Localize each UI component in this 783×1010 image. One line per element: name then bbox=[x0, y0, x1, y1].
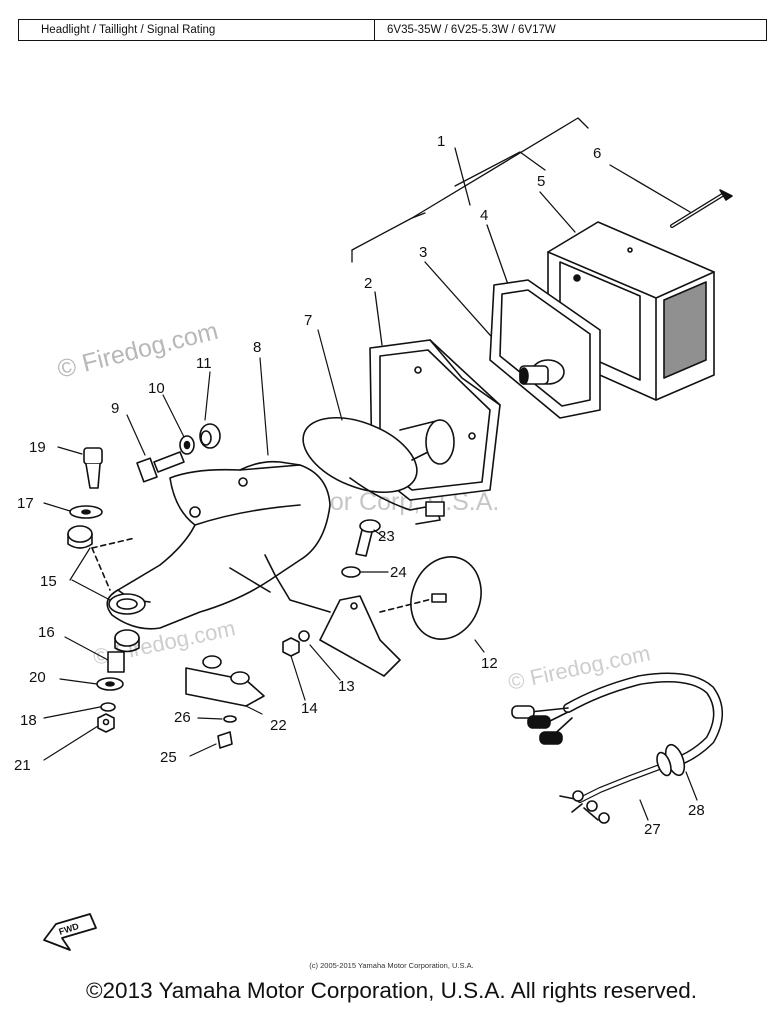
part-washer-24 bbox=[341, 566, 361, 578]
rating-label: Headlight / Taillight / Signal Rating bbox=[19, 20, 375, 40]
part-number: 4 bbox=[480, 207, 488, 224]
part-26 bbox=[223, 715, 237, 723]
part-25 bbox=[217, 731, 233, 749]
part-number: 14 bbox=[301, 700, 318, 717]
part-bracket-8 bbox=[106, 460, 331, 630]
part-number: 18 bbox=[20, 712, 37, 729]
part-collar-15 bbox=[67, 525, 136, 591]
part-plate-7 bbox=[302, 416, 455, 525]
part-number: 12 bbox=[481, 655, 498, 672]
part-lockwasher-18 bbox=[100, 702, 116, 712]
part-block-22 bbox=[185, 655, 265, 707]
part-washer-17 bbox=[69, 505, 103, 519]
part-bulb-3 bbox=[519, 359, 565, 385]
part-number: 6 bbox=[593, 145, 601, 162]
part-grommet-11 bbox=[199, 423, 221, 449]
part-number: 21 bbox=[14, 757, 31, 774]
part-number: 24 bbox=[390, 564, 407, 581]
part-number: 22 bbox=[270, 717, 287, 734]
small-copyright: (c) 2005-2015 Yamaha Motor Corporation, … bbox=[309, 961, 474, 970]
part-number: 9 bbox=[111, 400, 119, 417]
part-number: 27 bbox=[644, 821, 661, 838]
watermark: © Firedog.com bbox=[55, 317, 221, 384]
part-number: 7 bbox=[304, 312, 312, 329]
part-number: 28 bbox=[688, 802, 705, 819]
part-grommet-28 bbox=[656, 743, 686, 777]
part-number: 2 bbox=[364, 275, 372, 292]
part-gasket-4 bbox=[489, 279, 601, 419]
part-bolt-9 bbox=[136, 451, 185, 483]
part-number: 15 bbox=[40, 573, 57, 590]
part-bolt-23 bbox=[355, 519, 381, 557]
leader-lines bbox=[351, 117, 691, 381]
part-number: 23 bbox=[378, 528, 395, 545]
part-washer-10 bbox=[179, 435, 195, 455]
rating-value: 6V35-35W / 6V25-5.3W / 6V17W bbox=[387, 24, 556, 36]
part-number: 26 bbox=[174, 709, 191, 726]
part-number: 17 bbox=[17, 495, 34, 512]
part-spacer-16 bbox=[107, 629, 140, 673]
part-number: 3 bbox=[419, 244, 427, 261]
part-number: 8 bbox=[253, 339, 261, 356]
part-washer-20 bbox=[96, 677, 124, 691]
part-reflector-12 bbox=[379, 556, 482, 640]
part-number: 1 bbox=[437, 133, 445, 150]
callout-leaders bbox=[43, 329, 698, 821]
part-numbers: 1 2 3 4 5 6 7 8 9 10 11 12 13 14 15 16 1… bbox=[14, 133, 705, 838]
part-bracket-13 bbox=[319, 595, 401, 677]
part-bolt-19 bbox=[83, 447, 103, 489]
copyright-footer: ©2013 Yamaha Motor Corporation, U.S.A. A… bbox=[85, 978, 698, 1003]
part-harness-27 bbox=[511, 672, 723, 824]
part-number: 19 bbox=[29, 439, 46, 456]
part-number: 5 bbox=[537, 173, 545, 190]
part-screw-6 bbox=[670, 189, 733, 228]
part-number: 16 bbox=[38, 624, 55, 641]
part-nut-21 bbox=[97, 713, 115, 733]
part-number: 11 bbox=[196, 355, 212, 372]
part-number: 20 bbox=[29, 669, 46, 686]
rating-table: Headlight / Taillight / Signal Rating 6V… bbox=[18, 19, 767, 41]
part-nut-14 bbox=[282, 630, 310, 657]
part-number: 25 bbox=[160, 749, 177, 766]
fwd-arrow-icon bbox=[43, 913, 97, 951]
part-number: 13 bbox=[338, 678, 355, 695]
part-number: 10 bbox=[148, 380, 165, 397]
